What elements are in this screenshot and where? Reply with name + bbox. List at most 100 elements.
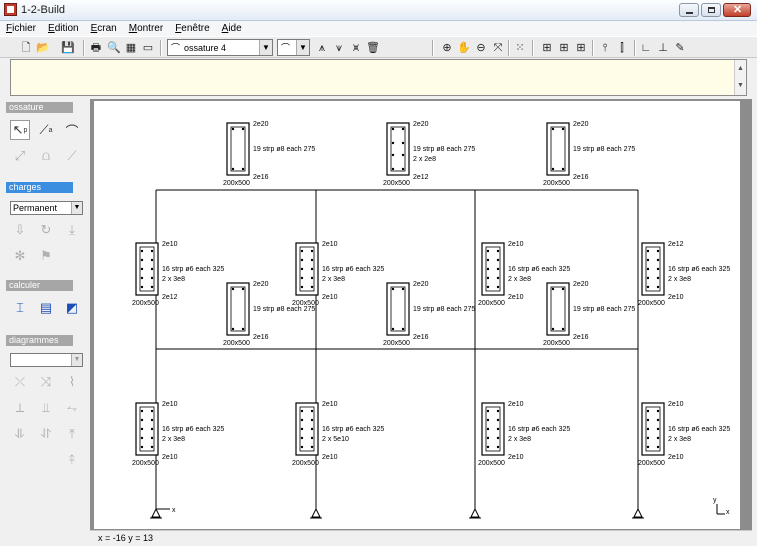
deformation-diagram-icon[interactable]: ⤨ <box>40 374 52 389</box>
menu-fichier[interactable]: Fichier <box>6 23 37 34</box>
line-tool[interactable]: ⟋a <box>39 122 53 137</box>
lower-column-section-2-bottom-bars: 2e10 <box>322 454 338 461</box>
reaction-icon[interactable]: ⥥ <box>15 426 25 441</box>
menu-ecran[interactable]: Ecran <box>90 23 117 34</box>
envelope-icon[interactable]: ⤒ <box>69 426 75 441</box>
upper-column-section-2-rebar <box>300 258 304 262</box>
load-case-value: Permanent <box>13 203 58 213</box>
max-reaction-icon[interactable]: ⤉ <box>69 452 75 467</box>
section-calculer[interactable]: calculer <box>6 280 73 291</box>
lower-column-section-2-side-bars: 2 x 5e10 <box>322 436 349 443</box>
loads-icon[interactable]: ⫿ <box>620 41 624 54</box>
menu-montrer[interactable]: Montrer <box>128 23 164 34</box>
stress-icon[interactable]: ⥯ <box>41 426 51 441</box>
calculate-design-icon[interactable]: ◩ <box>65 300 79 315</box>
pointer-tool[interactable]: ↖p <box>10 120 30 140</box>
moment-load-icon[interactable]: ↻ <box>40 222 52 237</box>
table-icon[interactable]: ▦ <box>125 41 137 54</box>
lower-column-section-3-stirrup <box>485 406 501 452</box>
load-case-combo[interactable]: ⌒ ▼ <box>277 39 310 56</box>
print-icon[interactable]: 🖶 <box>90 41 102 54</box>
section-diagrammes[interactable]: diagrammes <box>6 335 73 346</box>
beam-section-3-top-bars: 2e20 <box>573 121 589 128</box>
toolbar-separator <box>592 40 594 56</box>
distributed-load-icon[interactable]: ⤓ <box>69 222 75 237</box>
section-ossature[interactable]: ossature <box>6 102 73 113</box>
menu-fenetre[interactable]: Fenêtre <box>175 23 210 34</box>
frame-view-2-icon[interactable]: ⊞ <box>559 41 569 54</box>
print-preview-icon[interactable]: 🔍 <box>107 41 121 54</box>
minimize-button[interactable] <box>679 3 699 17</box>
maximize-button[interactable] <box>701 3 721 17</box>
axes-1-icon[interactable]: ∟ <box>640 41 652 54</box>
upper-column-section-3-rebar <box>496 249 500 253</box>
diagram-select[interactable]: ▼ <box>10 353 83 367</box>
moment-diagram-icon[interactable]: ⥊ <box>66 400 78 415</box>
beam-section-6-rebar <box>551 327 555 331</box>
message-scrollbar[interactable]: ▲▼ <box>734 60 746 95</box>
upper-column-section-1-stirrups: 16 strp ø6 each 325 <box>162 266 224 273</box>
menu-edition[interactable]: Edition <box>48 23 79 34</box>
close-button[interactable]: ✕ <box>723 3 751 17</box>
upper-column-section-1-stirrup <box>139 246 155 292</box>
cursor-coordinates: x = -16 y = 13 <box>98 533 154 543</box>
frame-view-1-icon[interactable]: ⊞ <box>542 41 552 54</box>
frame-view-3-icon[interactable]: ⊞ <box>576 41 586 54</box>
toolbar-separator <box>508 40 510 56</box>
support-1-icon[interactable]: ⩚ <box>318 41 326 54</box>
load-case-select[interactable]: Permanent ▼ <box>10 201 83 215</box>
zoom-out-icon[interactable]: ⊖ <box>476 41 486 54</box>
upper-column-section-2-rebar <box>300 267 304 271</box>
pencil-icon[interactable]: ✎ <box>675 41 685 54</box>
pan-hand-icon[interactable]: ✋ <box>457 41 471 54</box>
lower-column-section-4-side-bars: 2 x 3e8 <box>668 436 691 443</box>
spring-diagram-icon[interactable]: ⌇ <box>68 374 76 389</box>
structure-combo[interactable]: ⌒ ossature 4 ▼ <box>167 39 273 56</box>
arch-frame-tool[interactable]: ⌒ <box>65 123 79 139</box>
member-icon[interactable]: ⫯ <box>602 41 608 54</box>
save-icon[interactable]: 💾 <box>61 41 75 54</box>
upper-column-section-2-rebar <box>310 258 314 262</box>
shear-force-icon[interactable]: ⫫ <box>42 400 50 415</box>
new-icon[interactable]: 🗋 <box>21 41 31 54</box>
beam-section-4-rebar <box>231 327 235 331</box>
zoom-in-icon[interactable]: ⊕ <box>442 41 452 54</box>
message-box[interactable]: ▲▼ <box>10 59 747 96</box>
normal-force-icon[interactable]: ⟂ <box>15 400 25 415</box>
member-tool[interactable]: ⟋ <box>67 148 77 163</box>
support-3-icon[interactable]: ⩙ <box>352 41 360 54</box>
lower-column-section-4-top-bars: 2e10 <box>668 401 684 408</box>
point-load-icon[interactable]: ⇩ <box>14 222 26 237</box>
calculate-report-icon[interactable]: ▤ <box>39 300 53 315</box>
lower-column-section-2-outline <box>295 402 319 456</box>
beam-section-5-rebar <box>401 327 405 331</box>
window-icon[interactable]: ▭ <box>142 41 154 54</box>
grid-icon[interactable]: ⁙ <box>515 41 525 54</box>
lower-column-section-3-stirrups: 16 strp ø6 each 325 <box>508 426 570 433</box>
displacement-diagram-icon[interactable]: ⤫ <box>14 374 26 389</box>
axes-2-icon[interactable]: ⊥ <box>658 41 668 54</box>
support-tool[interactable]: ⩍ <box>41 148 51 163</box>
menu-aide[interactable]: Aide <box>221 23 242 34</box>
section-charges[interactable]: charges <box>6 182 73 193</box>
structure-combo-value: ossature 4 <box>184 42 227 53</box>
toolbar-separator <box>432 40 434 56</box>
upper-column-section-3-rebar <box>486 285 490 289</box>
temperature-icon[interactable]: ✻ <box>14 248 26 263</box>
node-tool[interactable]: ⤢ <box>14 148 26 163</box>
trash-icon[interactable]: 🗑 <box>366 41 380 54</box>
upper-column-section-3-rebar <box>486 267 490 271</box>
zoom-extents-icon[interactable]: ⤧ <box>493 41 503 54</box>
beam-section-6-bottom-bars: 2e16 <box>573 334 589 341</box>
support-2-icon[interactable]: ⩛ <box>335 41 343 54</box>
supports <box>150 507 644 519</box>
calculate-section-icon[interactable]: ⌶ <box>16 300 24 315</box>
flag-icon[interactable]: ⚑ <box>40 248 52 263</box>
open-icon[interactable]: 📂 <box>36 41 50 54</box>
lower-column-section-1-rebar <box>140 436 144 440</box>
upper-column-section-1-top-bars: 2e10 <box>162 241 178 248</box>
beam-section-5-size: 200x500 <box>383 340 410 347</box>
